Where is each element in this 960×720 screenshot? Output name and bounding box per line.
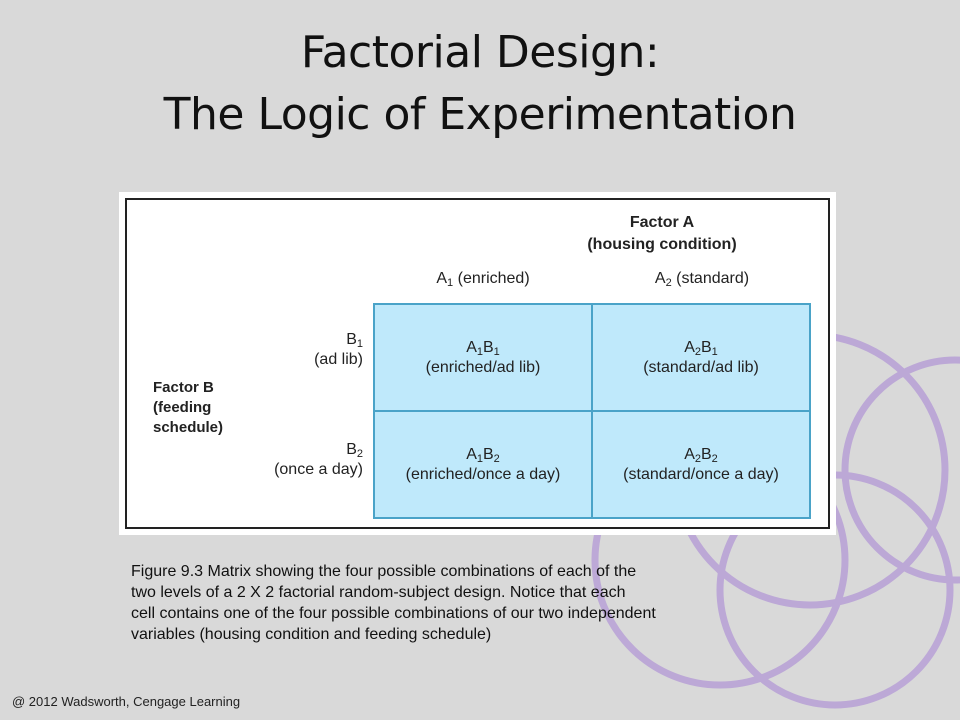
figure-frame: Factor A (housing condition) A1 (enriche…	[125, 198, 830, 529]
row-letter: B	[346, 331, 357, 348]
cell-b: B	[701, 338, 712, 356]
col-sub: 1	[447, 277, 454, 289]
cell-a2b2: A2B2 (standard/once a day)	[592, 411, 810, 518]
cell-a: A	[466, 445, 477, 463]
cell-a-sub: 1	[476, 452, 483, 465]
column-label-a1: A1 (enriched)	[373, 270, 593, 289]
cell-a: A	[684, 338, 695, 356]
row-label-b2: B2 (once a day)	[227, 440, 363, 480]
row-sub: 2	[356, 448, 363, 460]
col-letter: A	[654, 270, 666, 287]
cell-b-sub: 2	[711, 452, 718, 465]
cell-b: B	[701, 445, 712, 463]
factor-a-header: Factor A (housing condition)	[492, 212, 832, 256]
factor-b-line3: schedule)	[153, 419, 224, 436]
matrix-grid: A1B1 (enriched/ad lib) A2B1 (standard/ad…	[373, 303, 811, 519]
caption-line-4: variables (housing condition and feeding…	[131, 626, 492, 643]
cell-a-sub: 2	[694, 345, 701, 358]
slide-title: Factorial Design: The Logic of Experimen…	[0, 22, 960, 146]
column-label-a2: A2 (standard)	[592, 270, 812, 289]
cell-b-sub: 1	[493, 345, 500, 358]
copyright-footer: @ 2012 Wadsworth, Cengage Learning	[12, 694, 241, 709]
row-label-b1: B1 (ad lib)	[227, 330, 363, 370]
cell-desc: (enriched/once a day)	[405, 465, 561, 483]
cell-desc: (enriched/ad lib)	[425, 358, 541, 376]
cell-b-sub: 2	[493, 452, 500, 465]
caption-line-1: Figure 9.3 Matrix showing the four possi…	[131, 563, 637, 580]
cell-desc: (standard/ad lib)	[643, 358, 759, 376]
cell-a-sub: 2	[694, 452, 701, 465]
cell-b: B	[483, 338, 494, 356]
cell-b: B	[483, 445, 494, 463]
figure-caption: Figure 9.3 Matrix showing the four possi…	[131, 561, 851, 645]
row-desc: (once a day)	[274, 461, 363, 478]
cell-a: A	[684, 445, 695, 463]
cell-b-sub: 1	[711, 345, 718, 358]
row-sub: 1	[356, 338, 363, 350]
cell-a2b1: A2B1 (standard/ad lib)	[592, 304, 810, 411]
title-line-1: Factorial Design:	[300, 27, 660, 78]
caption-line-3: cell contains one of the four possible c…	[131, 605, 656, 622]
row-letter: B	[346, 441, 357, 458]
cell-a1b2: A1B2 (enriched/once a day)	[374, 411, 592, 518]
cell-a: A	[466, 338, 477, 356]
col-desc: (standard)	[676, 270, 750, 287]
factor-a-title: Factor A	[629, 214, 695, 231]
col-sub: 2	[665, 277, 672, 289]
cell-desc: (standard/once a day)	[623, 465, 779, 483]
title-line-2: The Logic of Experimentation	[163, 89, 797, 140]
col-letter: A	[436, 270, 448, 287]
cell-a1b1: A1B1 (enriched/ad lib)	[374, 304, 592, 411]
row-desc: (ad lib)	[314, 351, 363, 368]
factor-b-line2: (feeding	[153, 399, 212, 416]
factor-b-title: Factor B	[153, 379, 214, 396]
caption-line-2: two levels of a 2 X 2 factorial random-s…	[131, 584, 626, 601]
factorial-matrix-figure: Factor A (housing condition) A1 (enriche…	[119, 192, 836, 535]
factor-b-header: Factor B (feeding schedule)	[153, 378, 253, 438]
ring-4	[841, 356, 960, 584]
col-desc: (enriched)	[457, 270, 530, 287]
cell-a-sub: 1	[476, 345, 483, 358]
factor-a-subtitle: (housing condition)	[587, 236, 737, 253]
